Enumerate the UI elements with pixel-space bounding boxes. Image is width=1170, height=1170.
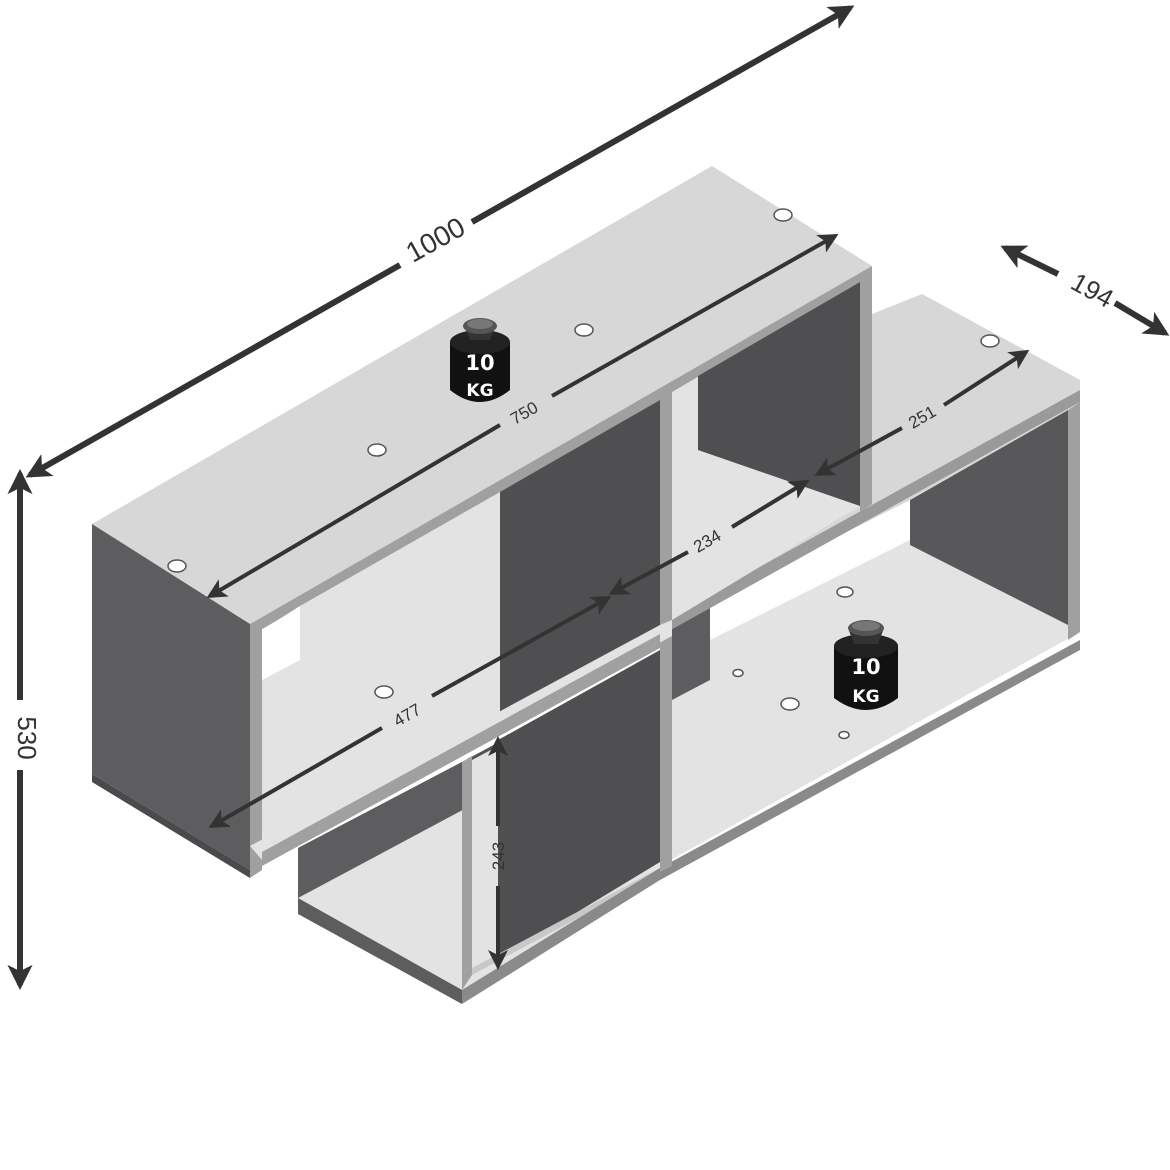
weight-top: 10 KG <box>450 318 510 402</box>
double-arrow-icon <box>942 349 1030 407</box>
double-arrow-icon <box>608 550 689 595</box>
weight-bottom-value: 10 <box>851 655 880 679</box>
top-box-top-front-edge <box>250 266 872 636</box>
right-compartment-right-edge <box>1068 402 1080 640</box>
middle-tier-floor <box>262 634 660 866</box>
top-box-interior-wall-left <box>500 400 660 720</box>
middle-tier-top <box>250 620 672 860</box>
top-box-divider-middle <box>660 392 672 628</box>
bottom-compartment-base-edge <box>298 900 462 1004</box>
bottom-compartment-floor-inner <box>472 868 660 975</box>
dowel-hole <box>980 334 1000 348</box>
middle-tier-shelf <box>250 620 672 866</box>
weight-bottom-unit: KG <box>852 687 879 707</box>
double-arrow-icon <box>208 726 383 828</box>
double-arrow-icon <box>551 234 839 398</box>
lower-shelf-unit <box>298 400 1080 1004</box>
dowel-hole <box>838 730 850 740</box>
dowel-hole <box>374 685 394 699</box>
top-box-divider-left <box>250 618 262 878</box>
dowel-hole <box>780 697 800 711</box>
upper-right-front-edge <box>660 390 1080 636</box>
weight-icon <box>450 318 510 402</box>
bottom-compartment-base-front <box>462 640 1080 1004</box>
double-arrow-icon <box>25 262 402 478</box>
dimension-arrows <box>7 5 1170 991</box>
weight-bottom: 10 KG <box>834 620 898 710</box>
right-compartment-side-wall <box>910 410 1068 625</box>
dowel-hole <box>836 586 854 598</box>
right-compartment-back-wall <box>710 500 910 640</box>
double-arrow-icon <box>431 596 612 698</box>
double-arrow-icon <box>470 5 855 225</box>
top-box-left-edge <box>92 774 250 878</box>
label-compartment-height: 243 <box>489 842 508 870</box>
weight-top-value: 10 <box>465 351 494 375</box>
middle-tier-left-wall <box>462 756 472 846</box>
right-compartment-divider-face <box>672 600 710 700</box>
dowel-hole <box>574 323 594 337</box>
top-box-interior-opening <box>262 606 300 680</box>
double-arrow-icon <box>1000 245 1060 277</box>
right-compartment-divider <box>660 620 672 872</box>
double-arrow-icon <box>814 426 903 476</box>
dowel-hole <box>367 443 387 457</box>
dowel-hole <box>167 559 187 573</box>
label-depth: 194 <box>1066 266 1118 313</box>
top-box-left-face <box>92 524 250 870</box>
label-total-height: 530 <box>12 716 42 759</box>
double-arrow-icon <box>1113 300 1170 336</box>
label-total-width: 1000 <box>401 211 471 268</box>
bottom-compartment-back-wall <box>498 650 660 960</box>
double-arrow-icon <box>730 479 810 529</box>
top-box-divider-right <box>860 274 872 512</box>
dowel-hole <box>732 668 744 678</box>
top-box-interior-wall-right <box>698 282 860 506</box>
double-arrow-icon <box>206 423 502 599</box>
dowel-hole <box>773 208 793 222</box>
weight-top-unit: KG <box>466 381 493 401</box>
dowel-holes <box>167 208 1000 740</box>
top-box-interior-back-left <box>300 492 500 730</box>
weight-icon <box>834 620 898 710</box>
